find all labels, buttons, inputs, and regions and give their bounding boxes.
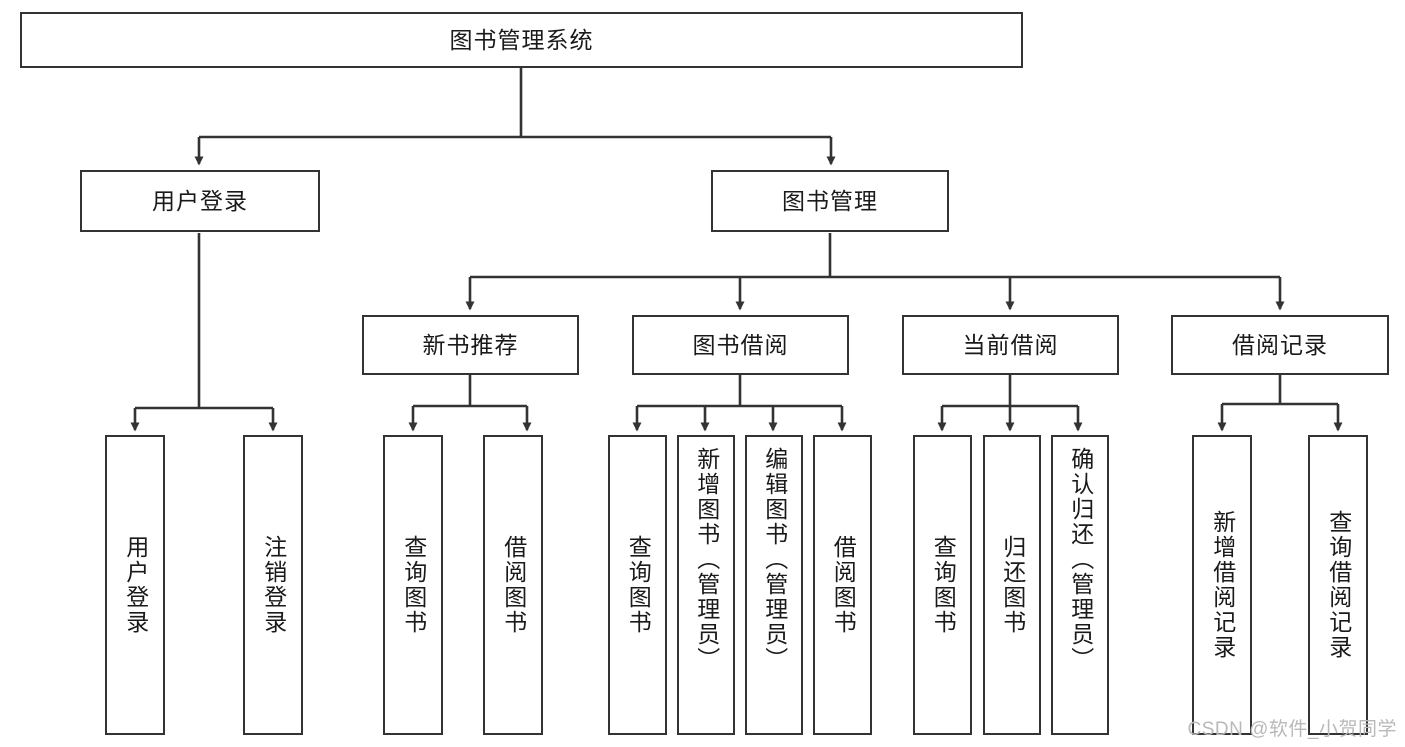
leaf-recommend-query-book[interactable]: 查询图书 xyxy=(383,435,443,735)
node-user-login[interactable]: 用户登录 xyxy=(80,170,320,232)
node-root-system[interactable]: 图书管理系统 xyxy=(20,12,1023,68)
leaf-borrow-add-book-admin[interactable]: 新增图书（管理员） xyxy=(677,435,735,735)
leaf-current-return-book[interactable]: 归还图书 xyxy=(983,435,1041,735)
node-label: 新书推荐 xyxy=(422,331,519,358)
leaf-current-confirm-return-admin[interactable]: 确认归还（管理员） xyxy=(1051,435,1109,735)
node-label: 借阅图书 xyxy=(830,535,857,635)
node-book-borrow[interactable]: 图书借阅 xyxy=(632,315,849,375)
leaf-record-add-record[interactable]: 新增借阅记录 xyxy=(1192,435,1252,735)
node-label: 查询借阅记录 xyxy=(1325,510,1352,660)
leaf-current-query-book[interactable]: 查询图书 xyxy=(913,435,972,735)
node-label: 用户登录 xyxy=(122,535,149,635)
node-label: 查询图书 xyxy=(625,535,652,635)
node-book-management[interactable]: 图书管理 xyxy=(711,170,949,232)
leaf-borrow-edit-book-admin[interactable]: 编辑图书（管理员） xyxy=(745,435,803,735)
node-label: 查询图书 xyxy=(400,535,427,635)
node-borrow-record[interactable]: 借阅记录 xyxy=(1171,315,1389,375)
leaf-recommend-borrow-book[interactable]: 借阅图书 xyxy=(483,435,543,735)
node-label: 确认归还（管理员） xyxy=(1067,447,1094,672)
node-label: 归还图书 xyxy=(999,535,1026,635)
node-current-borrow[interactable]: 当前借阅 xyxy=(902,315,1119,375)
leaf-logout-login[interactable]: 注销登录 xyxy=(243,435,303,735)
node-label: 图书管理系统 xyxy=(449,26,594,53)
leaf-record-query-record[interactable]: 查询借阅记录 xyxy=(1308,435,1368,735)
node-label: 注销登录 xyxy=(260,535,287,635)
node-label: 图书借阅 xyxy=(692,331,789,358)
leaf-borrow-borrow-book[interactable]: 借阅图书 xyxy=(813,435,872,735)
node-label: 图书管理 xyxy=(782,187,878,214)
leaf-user-login[interactable]: 用户登录 xyxy=(105,435,165,735)
node-label: 借阅图书 xyxy=(500,535,527,635)
node-label: 用户登录 xyxy=(152,187,248,214)
leaf-borrow-query-book[interactable]: 查询图书 xyxy=(608,435,667,735)
watermark-text: CSDN @软件_小贺同学 xyxy=(1187,719,1397,740)
node-label: 新增借阅记录 xyxy=(1209,510,1236,660)
node-label: 借阅记录 xyxy=(1232,331,1328,358)
node-new-book-recommend[interactable]: 新书推荐 xyxy=(362,315,579,375)
node-label: 查询图书 xyxy=(930,535,957,635)
node-label: 新增图书（管理员） xyxy=(693,447,720,672)
node-label: 当前借阅 xyxy=(962,331,1059,358)
node-label: 编辑图书（管理员） xyxy=(761,447,788,672)
